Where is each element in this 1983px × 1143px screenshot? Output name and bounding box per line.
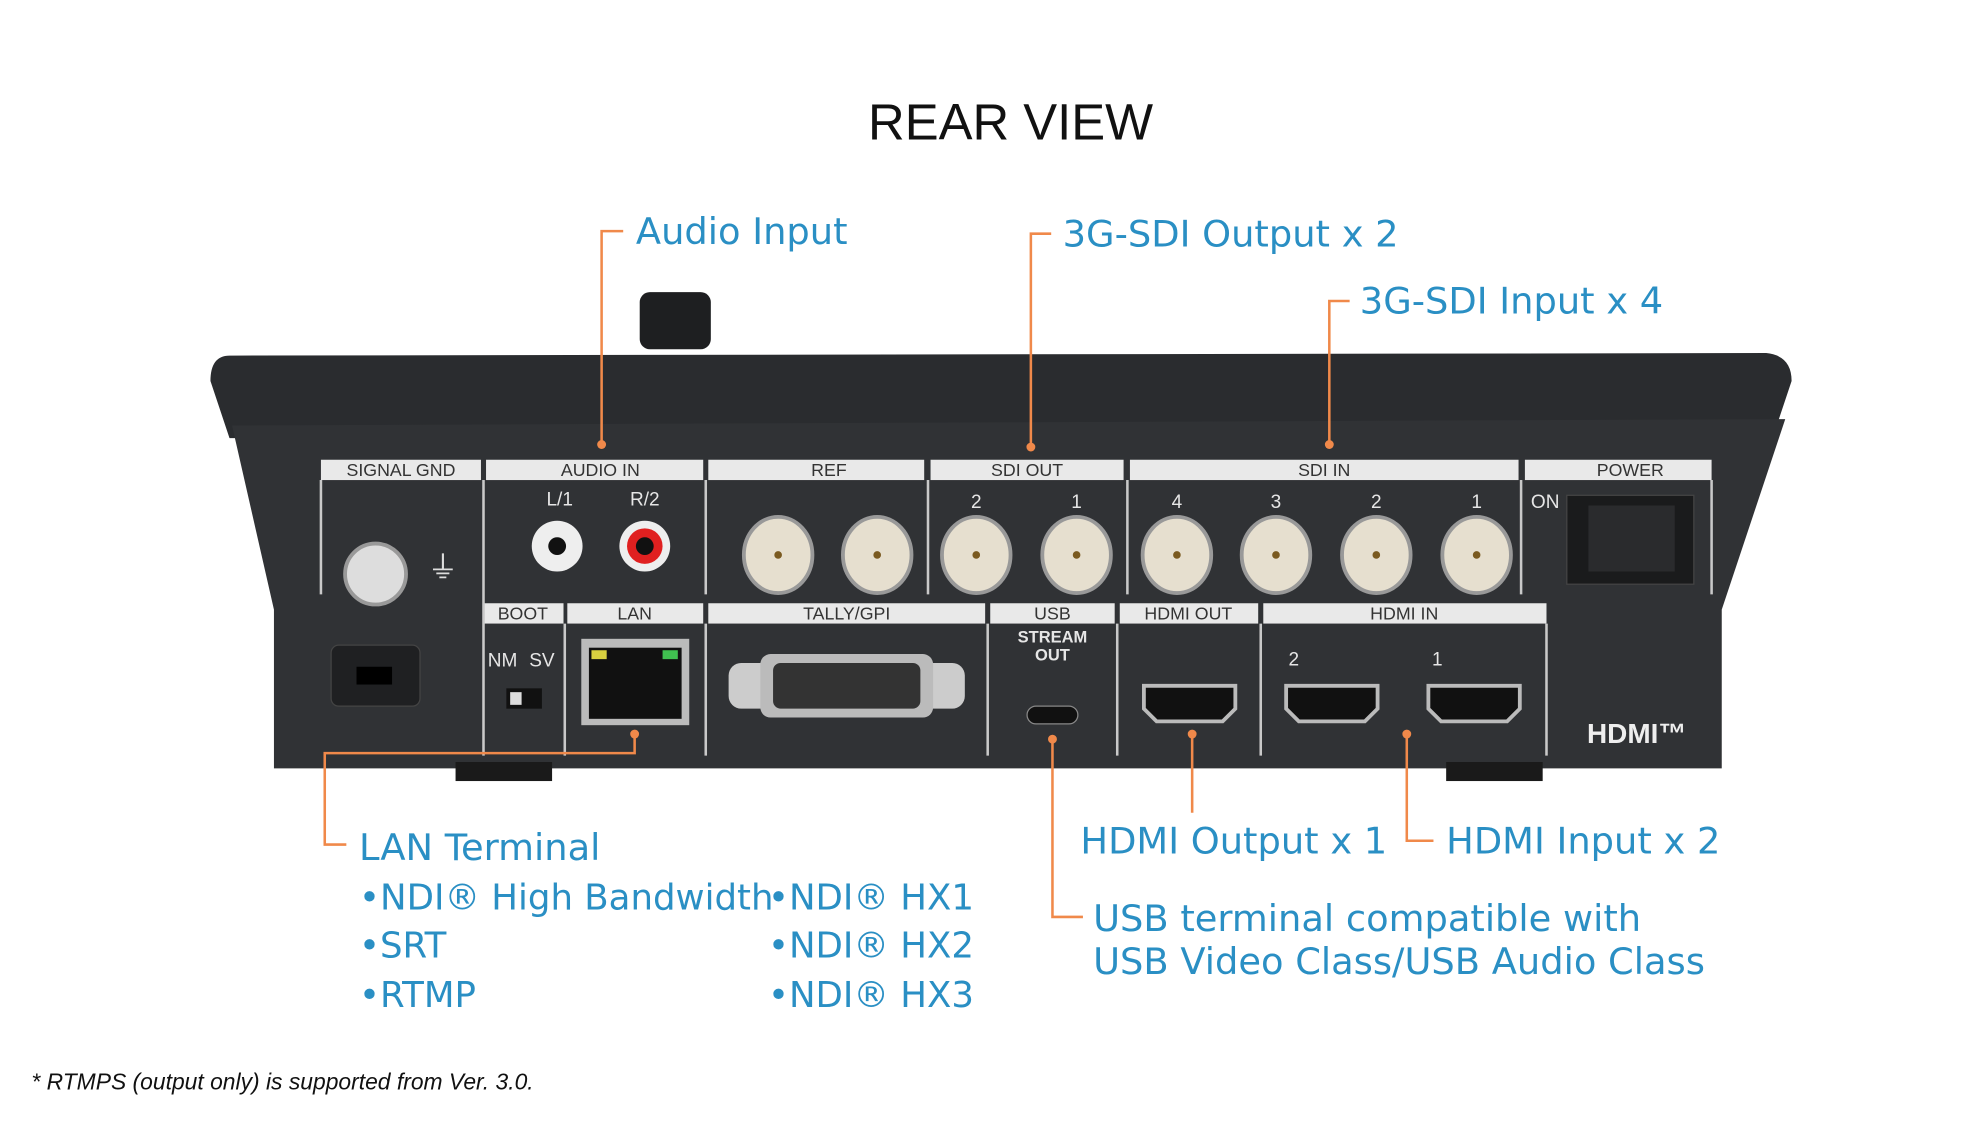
page-title: REAR VIEW: [868, 94, 1153, 151]
bnc-connectors: [741, 514, 1513, 595]
sdi-in-num: 1: [1471, 492, 1482, 513]
sdi-out-num: 1: [1071, 492, 1082, 513]
label-power: POWER: [1597, 460, 1664, 480]
label-sdi-out: SDI OUT: [991, 460, 1063, 480]
footnote: * RTMPS (output only) is supported from …: [31, 1069, 533, 1095]
hdmi-logo: HDMI™: [1587, 718, 1686, 749]
label-boot: BOOT: [498, 604, 548, 624]
sdi-in-num: 3: [1271, 492, 1282, 513]
hdmi-in-num: 2: [1288, 649, 1299, 670]
label-stream: STREAM: [1018, 629, 1088, 647]
sdi-in-num: 2: [1371, 492, 1382, 513]
callout-hdmi-input: HDMI Input x 2: [1446, 819, 1720, 862]
label-sdi-in: SDI IN: [1298, 460, 1350, 480]
volume-knob: [639, 292, 711, 350]
bnc-pin-icon: [1072, 551, 1081, 559]
lan-feature: •NDI® HX2: [768, 926, 974, 967]
device-rear-panel: SIGNAL GND AUDIO IN REF SDI OUT SDI IN P…: [210, 292, 1792, 782]
callout-usb-line2: USB Video Class/USB Audio Class: [1093, 940, 1705, 983]
usb-c-port-icon: [1026, 705, 1079, 725]
callout-sdi-input: 3G-SDI Input x 4: [1360, 280, 1663, 323]
bnc-pin-icon: [1173, 551, 1181, 559]
ground-screw-icon: [343, 541, 408, 607]
label-ref: REF: [811, 460, 847, 480]
bnc-pin-icon: [1472, 551, 1481, 559]
label-out: OUT: [1035, 646, 1070, 664]
lan-feature: •SRT: [359, 926, 447, 967]
label-lan: LAN: [617, 604, 652, 624]
label-nm: NM: [488, 651, 518, 672]
lan-feature: •NDI® HX3: [768, 975, 974, 1016]
bnc-pin-icon: [1272, 551, 1280, 559]
label-audio-in: AUDIO IN: [561, 460, 640, 480]
leader-lines: [323, 229, 1434, 919]
bnc-pin-icon: [972, 551, 981, 559]
hdmi-port-icons: [1141, 683, 1522, 724]
sdi-in-num: 4: [1172, 492, 1183, 513]
lan-feature: •NDI® High Bandwidth: [359, 877, 774, 918]
callout-hdmi-output: HDMI Output x 1: [1080, 819, 1387, 862]
label-sv: SV: [529, 651, 555, 672]
lan-feature: •NDI® HX1: [768, 877, 974, 918]
label-hdmi-out: HDMI OUT: [1144, 604, 1232, 624]
ground-symbol-icon: ⏚: [428, 551, 458, 585]
hdmi-in-num: 1: [1432, 649, 1443, 670]
callout-lan-terminal: LAN Terminal: [359, 826, 600, 869]
lan-feature: •RTMP: [359, 975, 476, 1016]
bnc-pin-icon: [1372, 551, 1381, 559]
label-l1: L/1: [546, 489, 572, 510]
label-usb: USB: [1034, 604, 1071, 624]
label-on: ON: [1531, 492, 1560, 513]
label-hdmi-in: HDMI IN: [1370, 604, 1438, 624]
callout-sdi-output: 3G-SDI Output x 2: [1063, 212, 1399, 255]
label-signal-gnd: SIGNAL GND: [346, 460, 455, 480]
label-tally-gpi: TALLY/GPI: [803, 604, 890, 624]
bnc-pin-icon: [774, 551, 782, 559]
callout-usb-line1: USB terminal compatible with: [1093, 897, 1641, 940]
bnc-pin-icon: [873, 551, 882, 559]
sdi-out-num: 2: [971, 492, 982, 513]
callout-audio-input: Audio Input: [636, 210, 848, 253]
label-r2: R/2: [630, 489, 660, 510]
